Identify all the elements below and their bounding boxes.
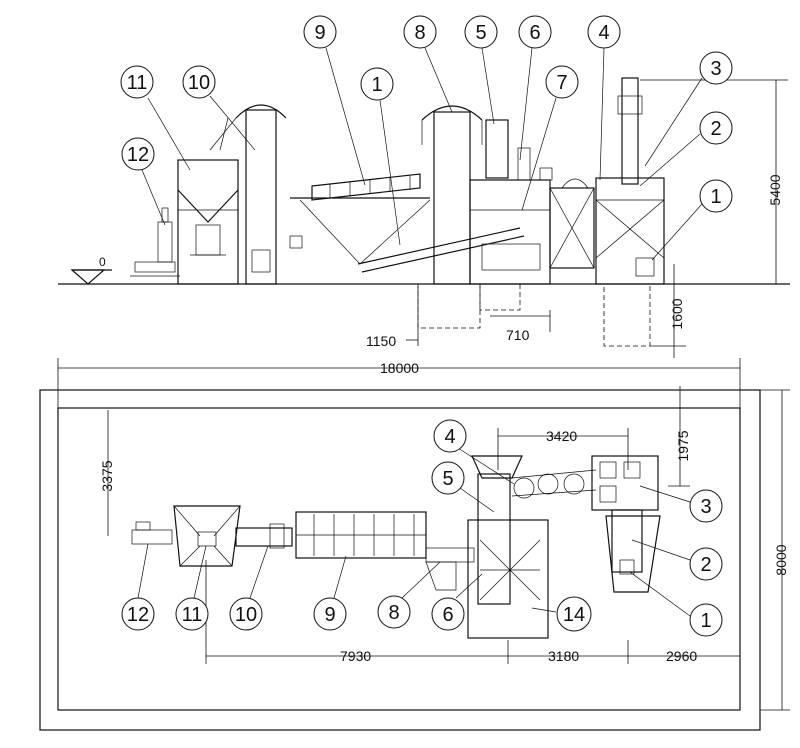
svg-text:6: 6 bbox=[442, 604, 453, 626]
svg-text:7: 7 bbox=[556, 72, 567, 94]
pit-3 bbox=[603, 283, 651, 347]
svg-text:8: 8 bbox=[388, 602, 399, 624]
svg-text:5: 5 bbox=[475, 22, 486, 44]
dim-pit-depth-label: 1600 bbox=[669, 298, 685, 329]
svg-text:5: 5 bbox=[442, 468, 453, 490]
svg-text:11: 11 bbox=[182, 604, 203, 626]
plan-callout-4: 4 bbox=[433, 419, 515, 485]
zero-level-mark bbox=[70, 269, 106, 285]
svg-text:3: 3 bbox=[700, 496, 711, 518]
svg-text:10: 10 bbox=[235, 604, 257, 626]
plan-callout-3: 3 bbox=[639, 485, 723, 523]
svg-text:1: 1 bbox=[371, 74, 382, 96]
dim-pit-a-label: 1150 bbox=[366, 333, 396, 349]
elev-callout-11: 11 bbox=[120, 65, 191, 171]
plan-main-machine bbox=[467, 473, 549, 639]
elev-callout-1b: 1 bbox=[651, 179, 733, 261]
elev-callout-1a: 1 bbox=[360, 67, 401, 246]
plan-callout-6: 6 bbox=[431, 573, 483, 631]
screen-conveyor bbox=[289, 173, 431, 265]
bagging-scale bbox=[130, 207, 180, 277]
svg-text:9: 9 bbox=[314, 22, 325, 44]
svg-text:8: 8 bbox=[414, 22, 425, 44]
elev-callout-6: 6 bbox=[518, 15, 552, 161]
svg-text:14: 14 bbox=[563, 604, 585, 626]
svg-text:11: 11 bbox=[127, 72, 148, 94]
plan-callout-11: 11 bbox=[175, 545, 209, 631]
dim-offset-left-label: 3375 bbox=[99, 460, 115, 491]
plan-callout-2: 2 bbox=[631, 539, 723, 581]
svg-text:1: 1 bbox=[710, 186, 721, 208]
elev-callout-7: 7 bbox=[521, 65, 579, 211]
svg-text:12: 12 bbox=[127, 604, 149, 626]
svg-text:10: 10 bbox=[188, 72, 210, 94]
dim-seg-1-label: 7930 bbox=[340, 648, 371, 664]
plan-callout-12: 12 bbox=[121, 543, 155, 631]
plan-tower bbox=[591, 455, 661, 593]
elev-callout-4: 4 bbox=[587, 15, 621, 181]
svg-text:6: 6 bbox=[529, 22, 540, 44]
plan-storage-bin bbox=[173, 505, 241, 567]
dim-pit-a: 1150 bbox=[366, 286, 419, 349]
svg-text:2: 2 bbox=[700, 554, 711, 576]
dim-overall-length-label: 18000 bbox=[380, 360, 419, 376]
plan-cyclone-duct bbox=[471, 455, 597, 499]
elev-callout-9: 9 bbox=[303, 15, 366, 186]
separator-unit bbox=[549, 178, 595, 269]
dim-seg-2-label: 3180 bbox=[548, 648, 579, 664]
inclined-screw-conveyor bbox=[357, 227, 525, 273]
dim-overall-width-label: 8000 bbox=[773, 544, 789, 575]
dim-span-top-label: 3420 bbox=[546, 428, 577, 444]
dim-height-label: 5400 bbox=[767, 174, 783, 205]
plan-callout-10: 10 bbox=[229, 545, 269, 631]
plan-callout-8: 8 bbox=[377, 561, 441, 629]
svg-text:1: 1 bbox=[700, 610, 711, 632]
pit-2 bbox=[479, 283, 521, 311]
svg-text:2: 2 bbox=[710, 118, 721, 140]
elev-callout-5: 5 bbox=[464, 15, 498, 125]
plan-conveyor bbox=[425, 547, 475, 591]
bucket-elevator-2 bbox=[421, 105, 483, 285]
elev-callout-2: 2 bbox=[639, 111, 733, 187]
svg-text:9: 9 bbox=[324, 604, 335, 626]
elev-callout-3: 3 bbox=[644, 51, 733, 167]
dim-offset-top-label: 1975 bbox=[675, 430, 691, 461]
plan-outer-frame bbox=[39, 389, 761, 731]
plan-inner-frame bbox=[57, 407, 741, 711]
pit-1 bbox=[417, 283, 481, 329]
zero-level-label: 0 bbox=[99, 255, 106, 269]
plan-screen bbox=[295, 511, 427, 559]
plan-elevator-1 bbox=[235, 523, 293, 549]
svg-text:4: 4 bbox=[598, 22, 609, 44]
storage-bin bbox=[177, 159, 239, 285]
plan-callout-9: 9 bbox=[313, 555, 347, 631]
dim-pit-b-label: 710 bbox=[506, 327, 530, 343]
dim-pit-depth: 1600 bbox=[650, 264, 686, 358]
svg-text:12: 12 bbox=[127, 144, 149, 166]
elev-callout-10: 10 bbox=[182, 65, 256, 151]
bucket-elevator-1 bbox=[209, 104, 287, 285]
plan-callout-14: 14 bbox=[531, 596, 592, 632]
plan-callout-1: 1 bbox=[629, 571, 723, 637]
elevation-view: 0 bbox=[58, 15, 790, 358]
plan-view: 18000 8000 3375 1975 3420 7930 3180 2960 bbox=[39, 358, 790, 731]
tower-unit bbox=[595, 77, 665, 285]
svg-text:4: 4 bbox=[444, 426, 455, 448]
dim-seg-3-label: 2960 bbox=[666, 648, 697, 664]
elev-callout-12: 12 bbox=[121, 137, 166, 226]
dim-pit-b: 710 bbox=[490, 310, 551, 343]
plan-bagging-scale bbox=[131, 521, 173, 545]
plan-callout-5: 5 bbox=[431, 461, 495, 513]
svg-text:3: 3 bbox=[710, 58, 721, 80]
elev-callout-8: 8 bbox=[403, 15, 453, 113]
